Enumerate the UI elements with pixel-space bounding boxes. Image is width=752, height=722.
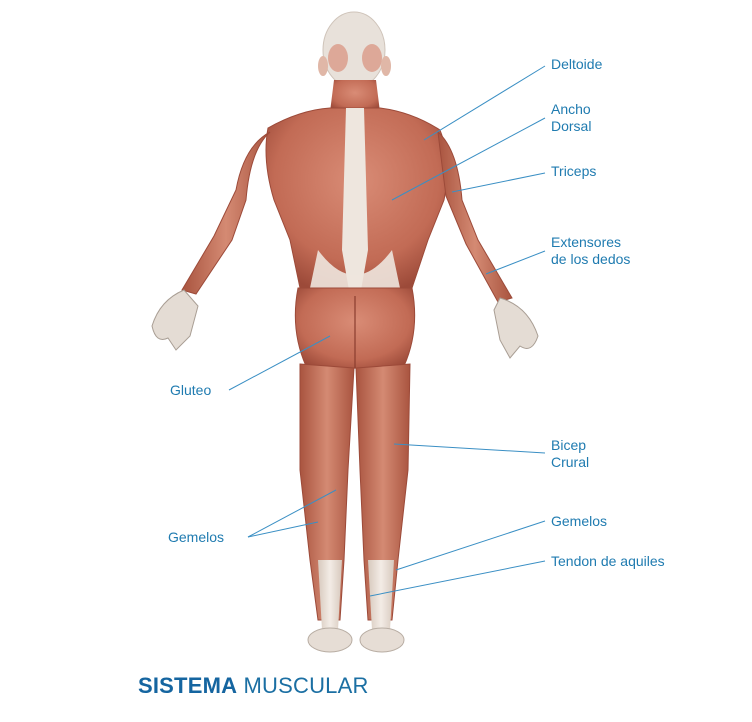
leader-gemelos-right — [395, 520, 546, 571]
title-bold: SISTEMA — [138, 673, 238, 698]
label-tendon-aquiles: Tendon de aquiles — [551, 553, 665, 569]
leader-bicep-crural — [393, 443, 546, 454]
leader-tendon — [369, 560, 546, 597]
leader-ancho-dorsal — [391, 117, 546, 201]
title-light: MUSCULAR — [243, 673, 369, 698]
label-deltoide: Deltoide — [551, 56, 603, 72]
label-extensores-line2: de los dedos — [551, 251, 631, 267]
label-ancho-dorsal-line2: Dorsal — [551, 118, 592, 134]
label-extensores-line1: Extensores — [551, 234, 622, 250]
leader-extensores — [485, 250, 546, 275]
label-ancho-dorsal-line1: Ancho — [551, 101, 591, 117]
page-title: SISTEMA MUSCULAR — [138, 673, 369, 699]
label-gluteo: Gluteo — [170, 382, 212, 398]
label-extensores: Extensores de los dedos — [551, 234, 630, 268]
label-gemelos-right: Gemelos — [551, 513, 608, 529]
leader-gemelos-left-b — [247, 521, 319, 538]
leader-deltoide — [423, 65, 546, 141]
label-bicep-crural-line1: Bicep — [551, 437, 587, 453]
label-bicep-crural-line2: Crural — [551, 454, 590, 470]
leader-gemelos-left-a — [247, 489, 337, 538]
leader-triceps — [451, 172, 546, 193]
label-gemelos-left: Gemelos — [168, 529, 225, 545]
leader-gluteo — [228, 335, 331, 391]
label-bicep-crural: Bicep Crural — [551, 437, 589, 471]
label-triceps: Triceps — [551, 163, 597, 179]
label-ancho-dorsal: Ancho Dorsal — [551, 101, 591, 135]
